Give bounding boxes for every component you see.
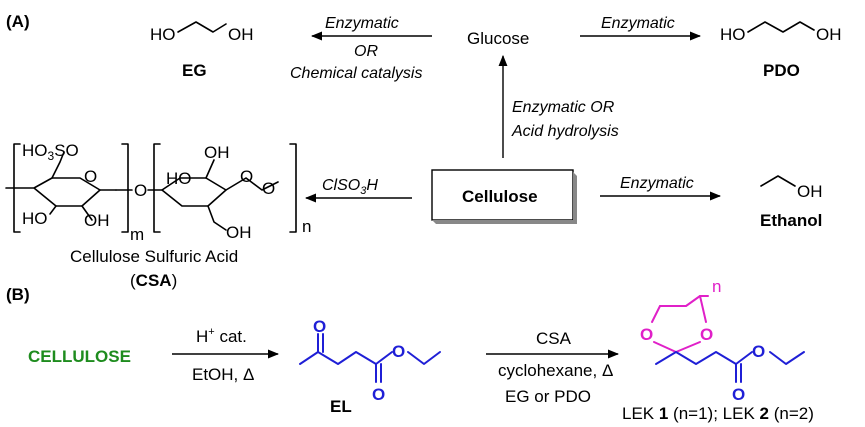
ethanol-name: Ethanol <box>760 211 822 230</box>
panel-a-tag: (A) <box>6 12 30 31</box>
eg-ho: HO <box>150 25 176 44</box>
lek-n: n <box>712 277 721 296</box>
lek-molecule: n O O O O <box>640 277 805 404</box>
step2-top: CSA <box>536 329 572 348</box>
sulfonation-label: ClSO3H <box>322 177 378 197</box>
lek-caption: LEK 1 (n=1); LEK 2 (n=2) <box>622 404 814 423</box>
lek-o-carbonyl: O <box>732 385 745 404</box>
to-eg-label-bot: Chemical catalysis <box>290 65 422 82</box>
el-molecule: O O O EL <box>299 317 441 416</box>
step2-mid: cyclohexane, Δ <box>498 361 613 380</box>
to-ethanol-label: Enzymatic <box>620 175 694 192</box>
pdo-molecule: HO OH PDO <box>720 21 842 80</box>
lek-o-right: O <box>700 325 713 344</box>
csa-n: n <box>302 217 311 236</box>
csa-oh-mid: OH <box>84 211 110 230</box>
step2-bot: EG or PDO <box>505 387 591 406</box>
csa-o-ring1: O <box>84 167 97 186</box>
csa-so3: HO3SO <box>22 141 79 163</box>
eg-oh: OH <box>228 25 254 44</box>
eg-molecule: HO OH EG <box>150 21 254 80</box>
ethanol-oh: OH <box>797 182 823 201</box>
pdo-ho: HO <box>720 25 746 44</box>
hydrolysis-label-1: Enzymatic OR <box>512 99 615 116</box>
csa-structure: m HO3SO O HO OH O HO OH O O OH n Cellulo… <box>5 141 311 290</box>
csa-o-link: O <box>134 181 147 200</box>
el-o-ketone: O <box>313 317 326 336</box>
to-eg-label-mid: OR <box>354 43 378 60</box>
ethanol-molecule: OH Ethanol <box>760 175 823 230</box>
csa-o-ring2: O <box>240 167 253 186</box>
csa-m: m <box>130 225 144 244</box>
csa-name-2: (CSA) <box>130 271 177 290</box>
lek-o-ester: O <box>752 342 765 361</box>
panel-b-tag: (B) <box>6 285 30 304</box>
eg-name: EG <box>182 61 207 80</box>
glucose-label: Glucose <box>467 29 529 48</box>
el-o-carbonyl: O <box>372 385 385 404</box>
step1-top: H+ cat. <box>196 326 247 346</box>
to-pdo-label: Enzymatic <box>601 15 675 32</box>
csa-ho-right: HO <box>166 169 192 188</box>
pdo-oh: OH <box>816 25 842 44</box>
csa-o-end: O <box>262 179 275 198</box>
csa-oh-top: OH <box>204 143 230 162</box>
cellulose-start: CELLULOSE <box>28 347 131 366</box>
csa-ho-left: HO <box>22 209 48 228</box>
csa-oh-bottom: OH <box>226 223 252 242</box>
pdo-name: PDO <box>763 61 800 80</box>
step1-bottom: EtOH, Δ <box>192 365 254 384</box>
csa-name-1: Cellulose Sulfuric Acid <box>70 247 238 266</box>
el-name: EL <box>330 397 352 416</box>
cellulose-label: Cellulose <box>462 187 538 206</box>
el-o-ester: O <box>392 342 405 361</box>
hydrolysis-label-2: Acid hydrolysis <box>511 123 619 140</box>
lek-o-left: O <box>640 325 653 344</box>
to-eg-label-top: Enzymatic <box>325 15 399 32</box>
cellulose-box: Cellulose <box>431 169 577 224</box>
